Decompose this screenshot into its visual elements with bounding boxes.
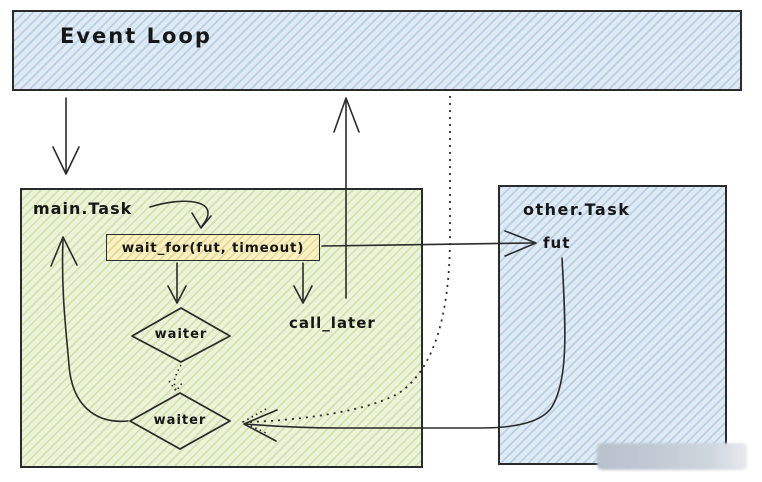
- arrowhead-call-later-to-event-loop: [333, 97, 360, 133]
- arrowhead-wait-for-to-waiter-top: [167, 285, 187, 304]
- arrow-waiter-bottom-to-main-task: [61, 239, 129, 423]
- event-loop-box: [12, 10, 742, 91]
- dotted-arrowhead-event-loop-to-waiter-bottom: [241, 408, 269, 435]
- arrowhead-fut-to-waiter-bottom: [243, 409, 278, 442]
- call-later-label: call_later: [289, 314, 376, 332]
- wait-for-label: wait_for(fut, timeout): [121, 239, 305, 256]
- waiter-top-diamond: [131, 307, 231, 363]
- arrow-main-task-to-wait-for: [149, 200, 209, 227]
- waiter-top-label: waiter: [154, 327, 208, 342]
- waiter-bottom-diamond: [129, 392, 231, 450]
- arrowhead-event-loop-to-main-task: [52, 146, 80, 175]
- arrow-wait-for-to-fut: [321, 242, 534, 247]
- wait-for-node: wait_for(fut, timeout): [106, 234, 320, 261]
- arrowhead-waiter-bottom-to-main-task: [50, 236, 78, 267]
- main-task-label: main.Task: [33, 199, 133, 218]
- arrowhead-wait-for-to-fut: [504, 230, 537, 257]
- other-task-label: other.Task: [523, 200, 631, 219]
- arrowhead-main-task-to-wait-for: [191, 212, 212, 229]
- dotted-arrow-event-loop-to-waiter-bottom: [249, 96, 451, 423]
- fut-label: fut: [543, 234, 571, 252]
- arrowhead-wait-for-to-call-later: [293, 285, 313, 304]
- waiter-bottom-label: waiter: [153, 413, 207, 428]
- arrow-fut-to-waiter-bottom: [244, 257, 566, 429]
- dotted-arrow-waiter-top-to-waiter-bottom: [173, 364, 182, 391]
- watermark-blur: [597, 443, 747, 470]
- event-loop-label: Event Loop: [60, 24, 212, 48]
